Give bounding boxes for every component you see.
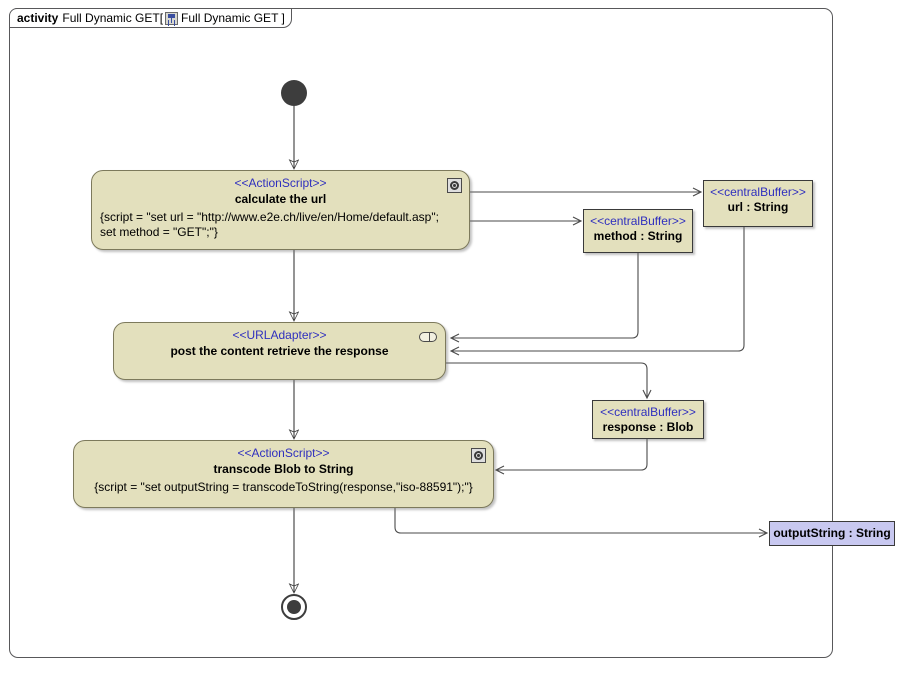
activity-parameter-node-output-string[interactable]: outputString : String bbox=[769, 521, 895, 546]
stereotype-label: <<ActionScript>> bbox=[237, 446, 330, 460]
node-title: outputString : String bbox=[773, 526, 891, 540]
node-title: transcode Blob to String bbox=[213, 462, 354, 476]
stereotype-label: <<centralBuffer>> bbox=[600, 405, 696, 419]
activity-frame-header: activity Full Dynamic GET[ Full Dynamic … bbox=[9, 8, 292, 28]
central-buffer-response[interactable]: <<centralBuffer>> response : Blob bbox=[592, 400, 704, 439]
stereotype-label: <<centralBuffer>> bbox=[590, 214, 686, 228]
initial-node[interactable] bbox=[281, 80, 307, 106]
node-script-body: {script = "set outputString = transcodeT… bbox=[94, 480, 473, 494]
activity-diagram-icon bbox=[165, 11, 179, 25]
action-node-url-adapter[interactable]: <<URLAdapter>> post the content retrieve… bbox=[113, 322, 446, 380]
frame-title: Full Dynamic GET[ bbox=[62, 11, 164, 25]
activity-frame bbox=[9, 8, 833, 658]
node-title: calculate the url bbox=[234, 192, 327, 206]
adapter-icon bbox=[419, 332, 437, 342]
script-icon bbox=[471, 448, 486, 463]
frame-keyword: activity bbox=[17, 11, 59, 25]
script-icon bbox=[447, 178, 462, 193]
action-node-calculate-the-url[interactable]: <<ActionScript>> calculate the url {scri… bbox=[91, 170, 470, 250]
central-buffer-url[interactable]: <<centralBuffer>> url : String bbox=[703, 180, 813, 227]
node-title: response : Blob bbox=[602, 420, 694, 434]
node-title: url : String bbox=[727, 200, 789, 214]
node-script-body: {script = "set url = "http://www.e2e.ch/… bbox=[100, 210, 439, 239]
central-buffer-method[interactable]: <<centralBuffer>> method : String bbox=[583, 209, 693, 253]
stereotype-label: <<URLAdapter>> bbox=[232, 328, 327, 342]
stereotype-label: <<ActionScript>> bbox=[234, 176, 327, 190]
frame-subtitle: Full Dynamic GET ] bbox=[181, 11, 285, 25]
activity-final-node[interactable] bbox=[281, 594, 307, 620]
node-title: post the content retrieve the response bbox=[170, 344, 389, 358]
node-title: method : String bbox=[593, 229, 683, 243]
stereotype-label: <<centralBuffer>> bbox=[710, 185, 806, 199]
action-node-transcode[interactable]: <<ActionScript>> transcode Blob to Strin… bbox=[73, 440, 494, 508]
